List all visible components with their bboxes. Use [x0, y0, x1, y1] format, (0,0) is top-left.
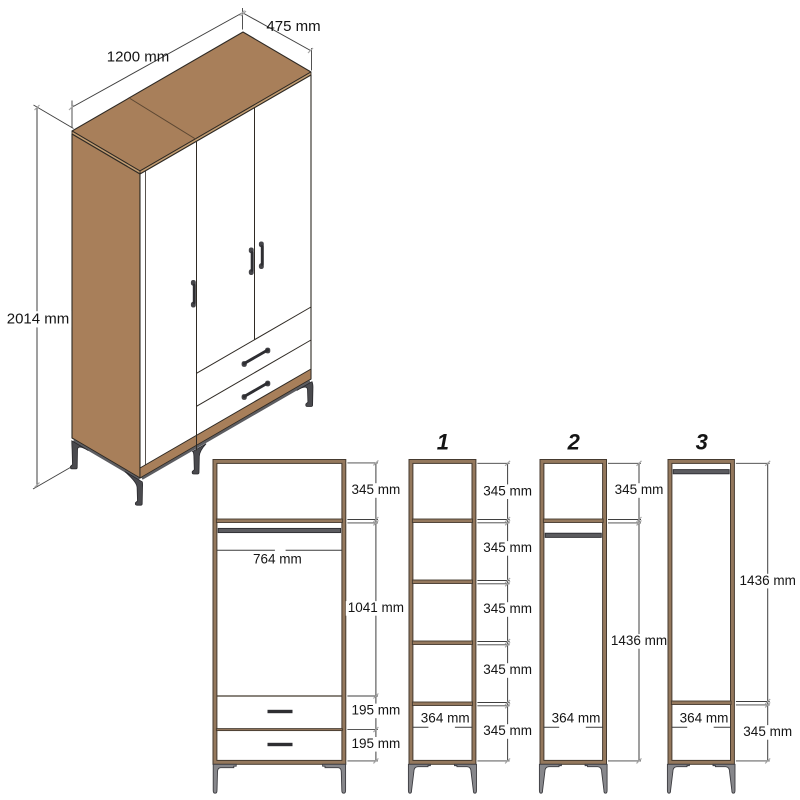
svg-text:345 mm: 345 mm: [615, 482, 664, 497]
svg-text:345 mm: 345 mm: [483, 483, 532, 498]
svg-text:764 mm: 764 mm: [253, 551, 302, 566]
svg-text:475 mm: 475 mm: [266, 18, 320, 35]
svg-text:1200 mm: 1200 mm: [107, 48, 170, 65]
svg-text:1041 mm: 1041 mm: [348, 600, 404, 615]
svg-text:345 mm: 345 mm: [352, 482, 401, 497]
svg-text:1436 mm: 1436 mm: [611, 633, 667, 648]
svg-text:345 mm: 345 mm: [483, 723, 532, 738]
svg-text:345 mm: 345 mm: [483, 662, 532, 677]
svg-text:345 mm: 345 mm: [743, 724, 792, 739]
svg-text:1: 1: [437, 429, 449, 454]
svg-text:195 mm: 195 mm: [352, 703, 401, 718]
svg-text:1436 mm: 1436 mm: [740, 573, 796, 588]
svg-text:195 mm: 195 mm: [352, 736, 401, 751]
svg-text:2014 mm: 2014 mm: [7, 310, 70, 327]
svg-text:345 mm: 345 mm: [483, 601, 532, 616]
svg-text:3: 3: [696, 429, 708, 454]
svg-text:2: 2: [567, 429, 581, 454]
svg-text:345 mm: 345 mm: [483, 540, 532, 555]
svg-text:364 mm: 364 mm: [680, 711, 729, 726]
svg-text:364 mm: 364 mm: [421, 711, 470, 726]
svg-text:364 mm: 364 mm: [552, 711, 601, 726]
